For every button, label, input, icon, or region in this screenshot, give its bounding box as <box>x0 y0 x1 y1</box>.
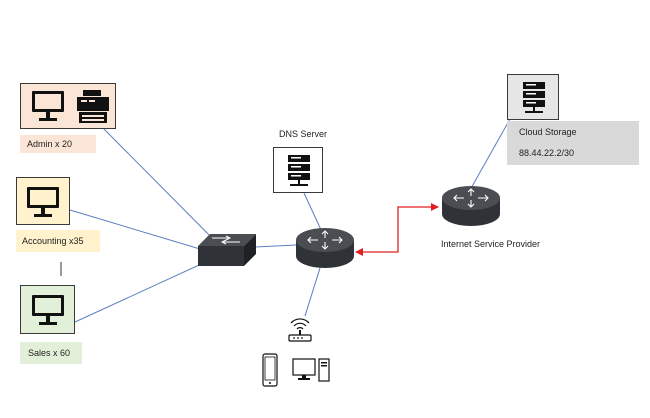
sales-label: Sales x 60 <box>20 342 82 364</box>
accounting-label: Accounting x35 <box>16 230 100 252</box>
link-sales-switch <box>74 259 211 323</box>
server-icon <box>288 155 310 186</box>
accounting-node[interactable] <box>16 177 70 225</box>
link-admin-switch <box>99 124 223 249</box>
router-icon[interactable] <box>440 184 502 228</box>
link-accounting-switch <box>69 209 211 253</box>
admin-label: Admin x 20 <box>20 135 96 153</box>
admin-node[interactable] <box>20 83 116 129</box>
cloud-storage-info: Cloud Storage 88.44.22.2/30 <box>507 121 639 165</box>
mobile-phone-icon <box>262 353 278 387</box>
desktop-icon <box>32 295 64 325</box>
switch-icon[interactable] <box>196 232 258 268</box>
server-icon <box>523 82 545 113</box>
router-icon[interactable] <box>294 226 356 270</box>
cloud-storage-address: 88.44.22.2/30 <box>519 148 575 158</box>
isp-label: Internet Service Provider <box>441 239 541 249</box>
sales-node[interactable] <box>20 285 75 334</box>
link-isp-cloud <box>469 111 515 191</box>
link-dns-router <box>303 192 323 233</box>
desktop-icon <box>32 91 64 121</box>
link-router-wireless <box>304 267 321 317</box>
cloud-storage-node[interactable] <box>507 74 559 120</box>
link-router-isp <box>355 203 439 256</box>
cloud-storage-label: Cloud Storage <box>519 127 577 137</box>
link-switch-router <box>254 244 297 248</box>
dns-label: DNS Server <box>279 129 328 139</box>
desktop-tower-icon <box>292 358 330 382</box>
printer-icon <box>77 90 109 123</box>
desktop-icon <box>27 187 59 217</box>
dns-server-node[interactable] <box>273 147 323 193</box>
wireless-access-point-icon[interactable] <box>286 317 314 343</box>
